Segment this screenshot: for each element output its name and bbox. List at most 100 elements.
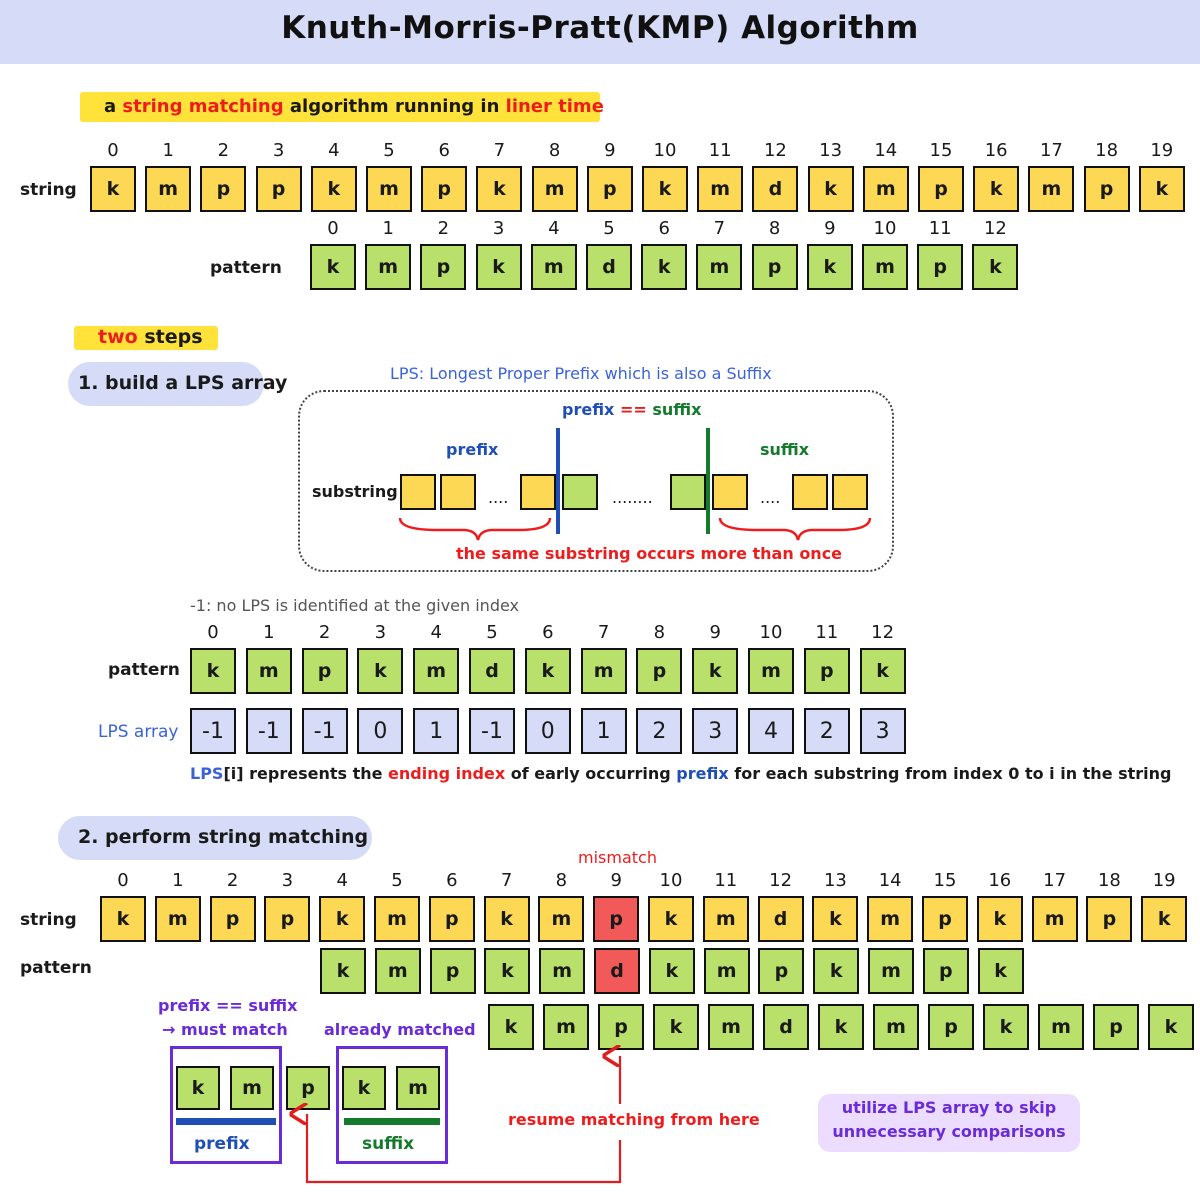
pattern-cell-shifted: m bbox=[873, 1004, 919, 1050]
string-cell: m bbox=[862, 166, 909, 212]
cell-index: 5 bbox=[486, 622, 498, 643]
string-cell: p bbox=[593, 896, 640, 942]
step2-label: 2. perform string matching bbox=[78, 826, 369, 848]
pattern-cell: m bbox=[374, 948, 421, 994]
substring-label: substring bbox=[312, 482, 398, 501]
lps-explain-keyword: ending index bbox=[388, 764, 506, 783]
cell-index: 7 bbox=[597, 622, 610, 643]
cell-index: 11 bbox=[714, 870, 738, 891]
pattern-cell: m bbox=[365, 244, 412, 290]
cell-index: 8 bbox=[555, 870, 568, 891]
string-cell: k bbox=[648, 896, 694, 942]
steps-heading: two steps bbox=[98, 326, 203, 348]
pattern-cell-shifted: k bbox=[818, 1004, 864, 1050]
lps-array-label: LPS array bbox=[98, 722, 179, 742]
same-substring-caption: the same substring occurs more than once bbox=[456, 544, 843, 563]
brace-marks bbox=[398, 517, 872, 541]
string-cell: k bbox=[973, 166, 1020, 212]
prefix-equals-suffix: prefix == suffix bbox=[562, 400, 701, 419]
utilize-line2: unnecessary comparisons bbox=[832, 1122, 1066, 1141]
steps-highlight bbox=[74, 326, 218, 350]
pattern-cell: k bbox=[320, 948, 366, 994]
string-cell: k bbox=[1138, 166, 1185, 212]
cell-index: 0 bbox=[107, 140, 119, 161]
lps-concept-box bbox=[298, 390, 894, 572]
cell-index: 3 bbox=[374, 622, 387, 643]
tagline-part: a bbox=[104, 96, 123, 117]
cell-index: 18 bbox=[1097, 870, 1121, 891]
cell-index: 7 bbox=[500, 870, 513, 891]
pattern-cell-shifted: d bbox=[763, 1004, 809, 1050]
pattern-cell: k bbox=[806, 244, 853, 290]
cell-index: 13 bbox=[823, 870, 847, 891]
substring-cell bbox=[670, 474, 706, 510]
pattern-cell: k bbox=[524, 648, 571, 694]
pattern-cell: m bbox=[530, 244, 577, 290]
string-cell: k bbox=[642, 166, 688, 212]
cell-index: 7 bbox=[713, 218, 726, 239]
eq-suffix: suffix bbox=[652, 400, 702, 419]
pattern-cell: m bbox=[580, 648, 627, 694]
cell-index: 3 bbox=[281, 870, 294, 891]
cell-index: 4 bbox=[328, 140, 340, 161]
pattern-cell: k bbox=[972, 244, 1019, 290]
cell-index: 14 bbox=[874, 140, 898, 161]
pattern-cell: k bbox=[310, 244, 356, 290]
string-cell: p bbox=[918, 166, 964, 212]
tagline-keyword: string matching bbox=[122, 96, 284, 117]
eq-prefix: prefix bbox=[562, 400, 615, 419]
lps-cell: 1 bbox=[580, 708, 627, 754]
string-cell: p bbox=[1086, 896, 1133, 942]
resume-label: resume matching from here bbox=[508, 1110, 760, 1129]
lps-explain-text: for each substring from index 0 to i in … bbox=[728, 764, 1172, 783]
cell-index: 19 bbox=[1152, 870, 1176, 891]
string-cell: p bbox=[421, 166, 468, 212]
pattern-cell: k bbox=[977, 948, 1024, 994]
string-cell: p bbox=[428, 896, 475, 942]
pattern-label: pattern bbox=[210, 258, 282, 278]
pattern-cell: d bbox=[594, 948, 640, 994]
cell-index: 12 bbox=[871, 622, 895, 643]
step1-pill bbox=[68, 362, 264, 406]
pattern-cell: k bbox=[859, 648, 906, 694]
pattern-cell: p bbox=[420, 244, 467, 290]
pattern-cell: k bbox=[475, 244, 522, 290]
cell-index: 3 bbox=[272, 140, 285, 161]
string-cell: k bbox=[483, 896, 530, 942]
string-cell: p bbox=[200, 166, 247, 212]
must-match-note: → must match bbox=[162, 1020, 288, 1039]
lps-cell: -1 bbox=[301, 708, 348, 754]
lps-cell: -1 bbox=[190, 708, 236, 754]
lps-explanation: LPS[i] represents the ending index of ea… bbox=[190, 764, 1172, 783]
cell-index: 15 bbox=[929, 140, 953, 161]
pattern-label-match: pattern bbox=[20, 958, 92, 978]
step1-label: 1. build a LPS array bbox=[78, 372, 288, 394]
cell-index: 1 bbox=[382, 218, 394, 239]
cell-index: 8 bbox=[768, 218, 781, 239]
pattern-cell: p bbox=[917, 244, 964, 290]
pattern-cell: p bbox=[429, 948, 476, 994]
cell-index: 1 bbox=[172, 870, 184, 891]
substring-cell bbox=[400, 474, 436, 510]
pattern-cell: m bbox=[703, 948, 750, 994]
tagline: a string matching algorithm running in l… bbox=[104, 96, 604, 117]
cell-index: 18 bbox=[1095, 140, 1119, 161]
example-cell: p bbox=[286, 1066, 330, 1110]
pattern-cell: p bbox=[751, 244, 798, 290]
pattern-cell: k bbox=[190, 648, 236, 694]
string-cell: m bbox=[867, 896, 914, 942]
pattern-label-lps: pattern bbox=[108, 660, 180, 680]
cell-index: 15 bbox=[933, 870, 957, 891]
string-label: string bbox=[20, 180, 77, 200]
pattern-cell-shifted: p bbox=[1093, 1004, 1139, 1050]
substring-cell bbox=[712, 474, 748, 510]
cell-index: 1 bbox=[263, 622, 275, 643]
cell-index: 12 bbox=[763, 140, 787, 161]
cell-index: 16 bbox=[988, 870, 1012, 891]
lps-note: -1: no LPS is identified at the given in… bbox=[190, 596, 520, 615]
cell-index: 0 bbox=[207, 622, 219, 643]
pattern-cell: k bbox=[641, 244, 688, 290]
pattern-cell-shifted: k bbox=[1148, 1004, 1194, 1050]
pattern-cell: m bbox=[696, 244, 743, 290]
cell-index: 12 bbox=[983, 218, 1007, 239]
